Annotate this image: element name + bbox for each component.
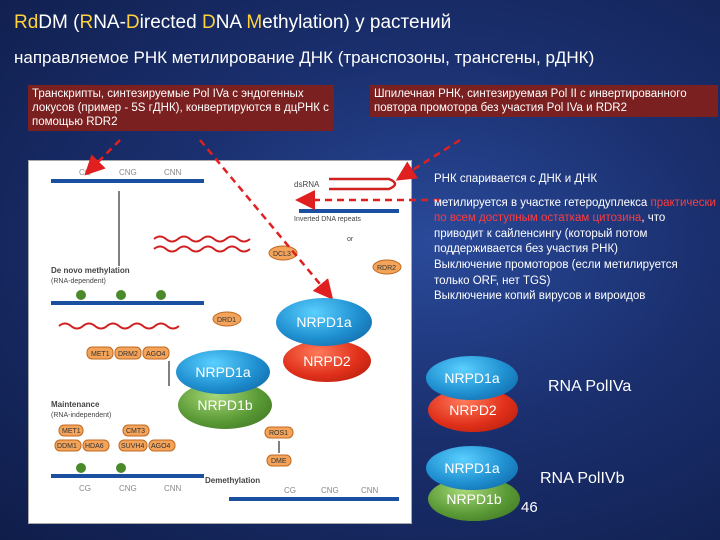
desc-line-4: Выключение копий вирусов и вироидов bbox=[434, 290, 646, 303]
title-part: R bbox=[79, 12, 94, 33]
nrpd1a-center: NRPD1a bbox=[276, 298, 372, 346]
rdr2-label: RDR2 bbox=[377, 265, 396, 272]
title-part: NA bbox=[215, 12, 247, 33]
cmt3-label: CMT3 bbox=[126, 428, 145, 435]
title-part: irected bbox=[139, 12, 202, 33]
page-subtitle: направляемое РНК метилирование ДНК (тран… bbox=[14, 48, 595, 67]
dme-label: DME bbox=[271, 458, 287, 465]
maintenance-label: Maintenance bbox=[51, 400, 100, 409]
title-part: D bbox=[125, 12, 140, 33]
title-part: D bbox=[201, 12, 216, 33]
title-part: DM ( bbox=[38, 12, 80, 33]
title-part: Rd bbox=[14, 12, 39, 33]
inverted-repeats-label: Inverted DNA repeats bbox=[294, 216, 361, 223]
drm2-label: DRM2 bbox=[118, 351, 138, 358]
site-cnn-bot: CNN bbox=[164, 484, 182, 493]
suvh4-label: SUVH4 bbox=[121, 443, 144, 450]
site-cg-bot2: CG bbox=[284, 486, 296, 495]
ago4-label: AGO4 bbox=[146, 351, 166, 358]
desc-line-3: Выключение промоторов (если метилируется… bbox=[434, 258, 678, 287]
rddm-figure-svg: CG CNG CNN dsRNA Inverted DNA repeats or… bbox=[51, 168, 402, 501]
demethylation-label: Demethylation bbox=[205, 476, 260, 485]
de-novo-sub: (RNA-dependent) bbox=[51, 278, 106, 285]
pol-ivb-label: RNA PolIVb bbox=[540, 470, 625, 487]
nrpd1a-right1: NRPD1a bbox=[426, 356, 518, 400]
site-cnn-bot2: CNN bbox=[361, 486, 379, 495]
page-title: RdDM (RNA-Directed DNA Methylation) у ра… bbox=[14, 12, 451, 34]
drd1-label: DRD1 bbox=[217, 317, 236, 324]
met1b-label: MET1 bbox=[62, 428, 81, 435]
met1-label: MET1 bbox=[91, 351, 110, 358]
nrpd2-center: NRPD2 bbox=[283, 340, 371, 382]
ddm1-label: DDM1 bbox=[57, 443, 77, 450]
title-part: ethylation) у растений bbox=[262, 12, 452, 33]
dsrna-hairpin-icon bbox=[329, 177, 397, 191]
nrpd1a-left: NRPD1a bbox=[176, 350, 270, 394]
site-cng-bot2: CNG bbox=[321, 486, 339, 495]
rdm-description: РНК спаривается с ДНК и ДНК метилируется… bbox=[434, 172, 716, 305]
dsrna-label: dsRNA bbox=[294, 180, 320, 189]
sirna-wave-icon bbox=[153, 235, 251, 243]
dcl3-label: DCL3 bbox=[273, 251, 291, 258]
ros1-label: ROS1 bbox=[269, 430, 288, 437]
title-part: M bbox=[246, 12, 263, 33]
desc-line-1: РНК спаривается с ДНК и ДНК bbox=[434, 173, 598, 185]
title-part: NA- bbox=[93, 12, 126, 33]
desc-line-2: метилируется в участке гетеродуплекса пр… bbox=[434, 196, 716, 256]
note-pol-ii-hairpin: Шпилечная РНК, синтезируемая Pol II с ин… bbox=[370, 85, 718, 117]
pol-iva-label: RNA PolIVa bbox=[548, 378, 632, 395]
nrpd1a-right2: NRPD1a bbox=[426, 446, 518, 490]
ago4b-label: AGO4 bbox=[151, 443, 171, 450]
or-label: or bbox=[347, 236, 354, 243]
site-cnn-top: CNN bbox=[164, 168, 182, 177]
arrow-note1-to-nrpd1a bbox=[199, 139, 334, 300]
hda6-label: HDA6 bbox=[85, 443, 104, 450]
site-cng-top: CNG bbox=[119, 168, 137, 177]
rddm-figure: CG CNG CNN dsRNA Inverted DNA repeats or… bbox=[28, 160, 412, 524]
arrow-note1-to-figure bbox=[84, 139, 121, 176]
maintenance-sub: (RNA-independent) bbox=[51, 412, 111, 419]
note-pol-iva: Транскрипты, синтезируемые Pol IVa с энд… bbox=[28, 85, 334, 131]
page-number: 46 bbox=[521, 499, 538, 516]
site-cng-bot: CNG bbox=[119, 484, 137, 493]
site-cg-bot: CG bbox=[79, 484, 91, 493]
de-novo-label: De novo methylation bbox=[51, 266, 130, 275]
